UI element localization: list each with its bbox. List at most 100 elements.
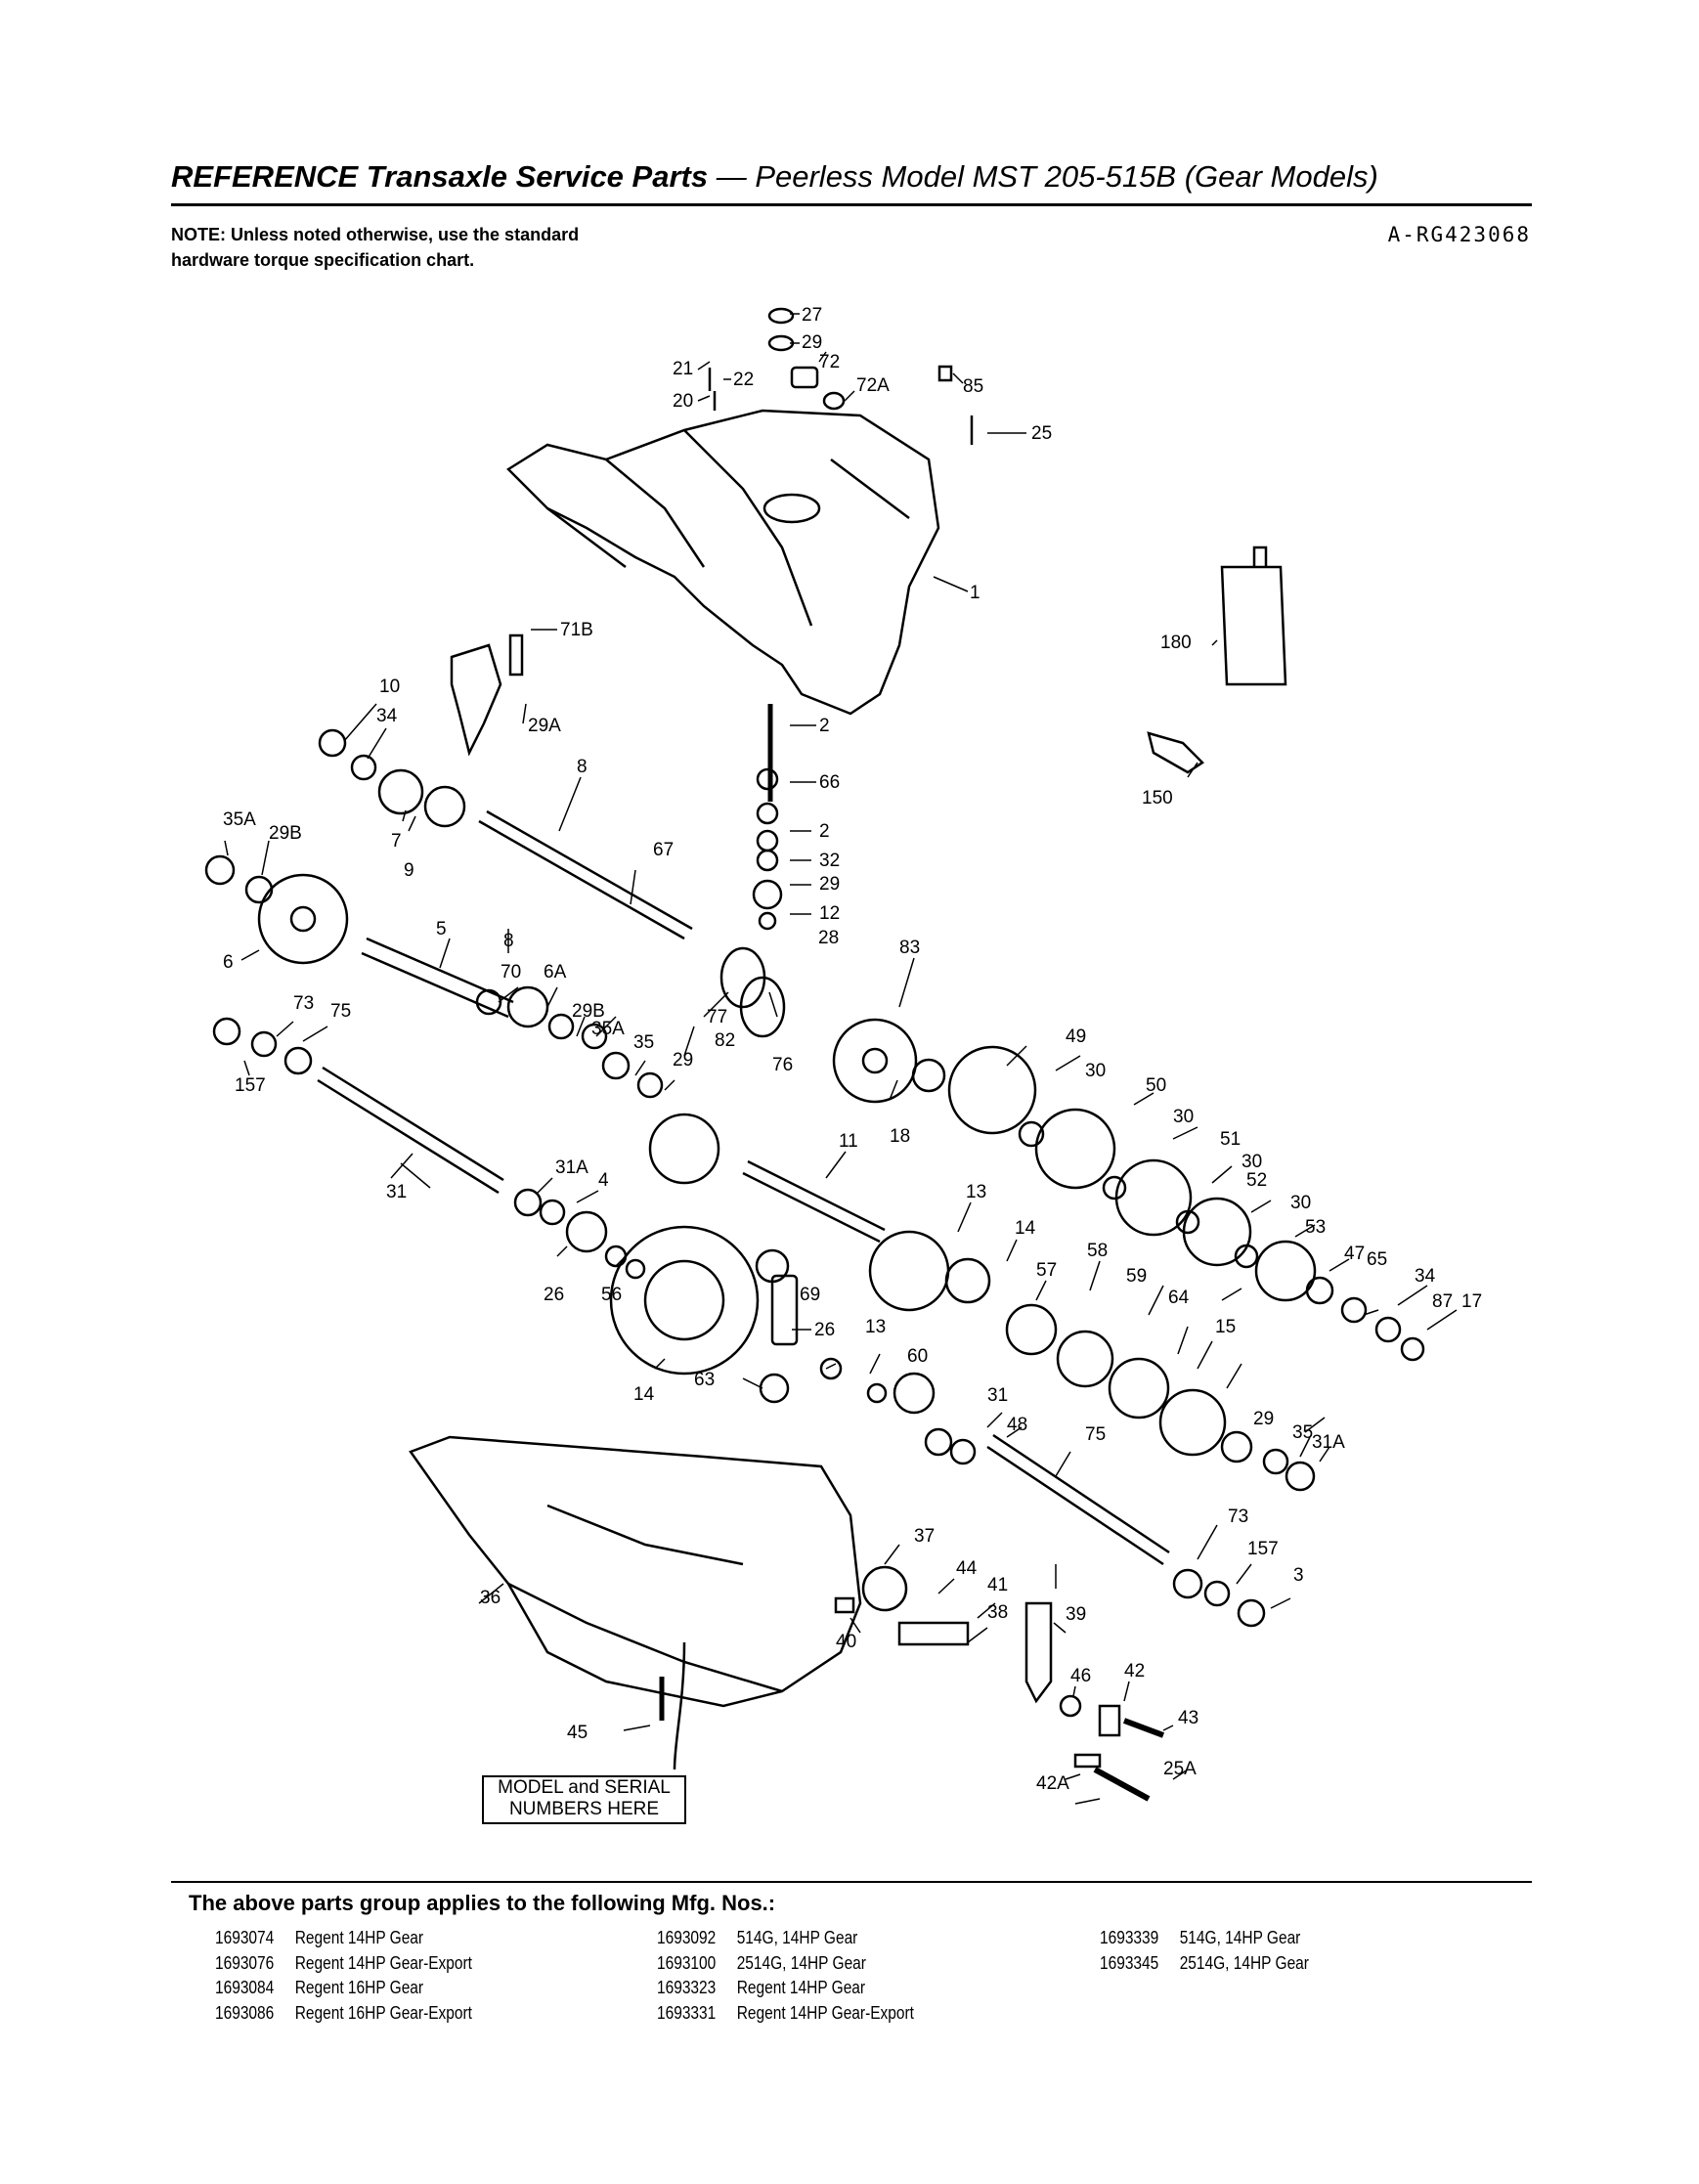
callout: 29	[802, 332, 822, 353]
callout: 48	[1007, 1415, 1027, 1435]
callout: 56	[601, 1285, 622, 1305]
gear-53	[1254, 1240, 1317, 1302]
callout: 58	[1087, 1241, 1108, 1261]
callout: 6	[223, 952, 234, 973]
callout: 38	[987, 1602, 1008, 1623]
gear-82	[648, 1113, 720, 1185]
torque-note: NOTE: Unless noted otherwise, use the st…	[171, 225, 580, 270]
applies-heading: The above parts group applies to the fol…	[189, 1891, 776, 1915]
shaft-48	[986, 1445, 1164, 1566]
callout: 82	[715, 1030, 735, 1051]
mfg-number: 1693331	[657, 2002, 717, 2023]
callout-labels: 27 29 72 72A 85 21 22 20 25 1 71B 10 34 …	[223, 305, 1482, 1794]
shaft-4	[742, 1171, 881, 1244]
callout: 4	[598, 1170, 609, 1191]
page-title: REFERENCE Transaxle Service Parts — Peer…	[171, 159, 1378, 195]
callout: 63	[694, 1370, 715, 1390]
callout: 39	[1066, 1604, 1086, 1625]
mfg-description: 2514G, 14HP Gear	[1179, 1952, 1309, 1973]
callout: 29	[1253, 1409, 1274, 1429]
callout: 14	[633, 1384, 655, 1405]
mfg-description: Regent 14HP Gear	[736, 1978, 866, 1997]
model-serial-box: MODEL and SERIAL NUMBERS HERE	[482, 1775, 686, 1824]
gear-59	[1108, 1357, 1170, 1420]
callout: 26	[544, 1285, 564, 1305]
callout: 75	[330, 1001, 351, 1022]
gear-6A	[506, 985, 549, 1028]
gear-83	[832, 1018, 918, 1104]
callout: 2	[819, 716, 830, 736]
callout: 17	[1461, 1291, 1482, 1312]
callout: 37	[914, 1526, 935, 1547]
mfg-row: 1693323 Regent 14HP Gear	[657, 1976, 914, 2001]
callout: 157	[235, 1075, 266, 1096]
callout: 21	[673, 359, 693, 379]
mfg-number: 1693092	[657, 1928, 717, 1947]
callout: 40	[836, 1632, 856, 1652]
title-bold: REFERENCE Transaxle Service Parts	[171, 159, 709, 194]
callout: 42	[1124, 1661, 1145, 1682]
callout: 31A	[555, 1158, 588, 1178]
lower-housing	[409, 1435, 862, 1708]
gear-60	[1158, 1388, 1227, 1457]
callout: 73	[293, 993, 314, 1014]
callout: 30	[1290, 1193, 1311, 1213]
shaft-67	[478, 819, 685, 940]
callout: 66	[819, 772, 840, 793]
gear-11	[868, 1230, 950, 1312]
shaft-47	[317, 1078, 500, 1195]
callout: 73	[1228, 1507, 1248, 1527]
callout: 70	[501, 962, 521, 983]
callout: 31	[386, 1182, 407, 1202]
callout: 77	[707, 1007, 727, 1027]
callout: 22	[733, 370, 754, 390]
shaft-5	[361, 951, 509, 1019]
callout: 42A	[1036, 1773, 1069, 1794]
callout: 29A	[528, 716, 561, 736]
callout: 15	[1215, 1317, 1236, 1337]
callout: 30	[1242, 1152, 1262, 1172]
callout: 36	[480, 1588, 501, 1608]
callout: 2	[819, 821, 830, 842]
callout: 43	[1178, 1708, 1198, 1728]
mfg-description: Regent 16HP Gear-Export	[294, 2002, 472, 2023]
callout: 45	[567, 1723, 588, 1743]
callout: 25	[1031, 423, 1052, 444]
gear-15	[609, 1225, 760, 1376]
callout: 34	[1415, 1266, 1436, 1287]
callout: 3	[1293, 1565, 1304, 1586]
gear-50	[1034, 1108, 1116, 1190]
callout: 31A	[1312, 1432, 1345, 1453]
callout: 49	[1066, 1026, 1086, 1047]
callout: 8	[577, 757, 588, 777]
mfg-description: 2514G, 14HP Gear	[736, 1952, 866, 1973]
callout: 13	[966, 1182, 986, 1202]
gear-13b	[565, 1210, 608, 1253]
callout: 8	[503, 931, 514, 951]
gear-57	[1005, 1303, 1058, 1356]
callout: 67	[653, 840, 674, 860]
callout: 9	[404, 860, 414, 881]
callout: 31	[987, 1385, 1008, 1406]
callout: 52	[1246, 1170, 1267, 1191]
callout: 51	[1220, 1129, 1241, 1150]
callout: 46	[1070, 1666, 1091, 1686]
title-rest: — Peerless Model MST 205-515B (Gear Mode…	[708, 159, 1378, 194]
mfg-number: 1693323	[657, 1978, 717, 1997]
callout: 69	[800, 1285, 820, 1305]
callout: 83	[899, 938, 920, 958]
callout: 57	[1036, 1260, 1057, 1281]
mfg-description: 514G, 14HP Gear	[1179, 1928, 1301, 1947]
callout: 85	[963, 376, 983, 397]
gear-7	[377, 768, 424, 815]
mfg-number: 1693345	[1100, 1952, 1159, 1973]
callout: 18	[890, 1126, 910, 1147]
callout: 30	[1173, 1107, 1194, 1127]
shift-fork	[450, 643, 502, 757]
